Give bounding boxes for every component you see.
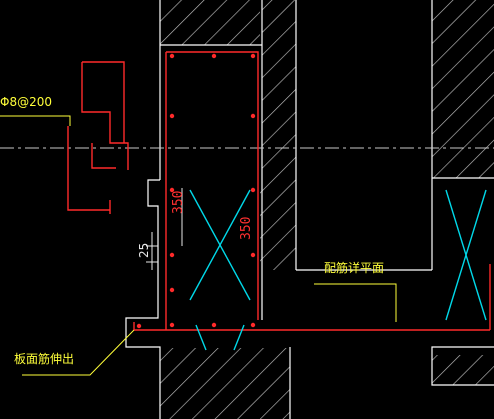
rebar-dots [136, 53, 256, 329]
rebar-lines [67, 51, 491, 331]
dimension-350-left: 350 [171, 190, 186, 214]
wall-hatch [160, 0, 494, 419]
wall-outline [125, 0, 494, 419]
dimension-lines [146, 188, 183, 270]
dimension-350-right: 350 [239, 216, 254, 240]
slab-top-bar-extend-label: 板面筋伸出 [14, 352, 75, 366]
top-rebar-spec-label: Φ8@200 [0, 95, 52, 109]
leader-lines [0, 115, 397, 376]
cyan-dimension-marks [189, 189, 487, 351]
dimension-25-label: 25 [137, 242, 151, 258]
rebar-see-plan-label: 配筋详平面 [324, 261, 385, 275]
